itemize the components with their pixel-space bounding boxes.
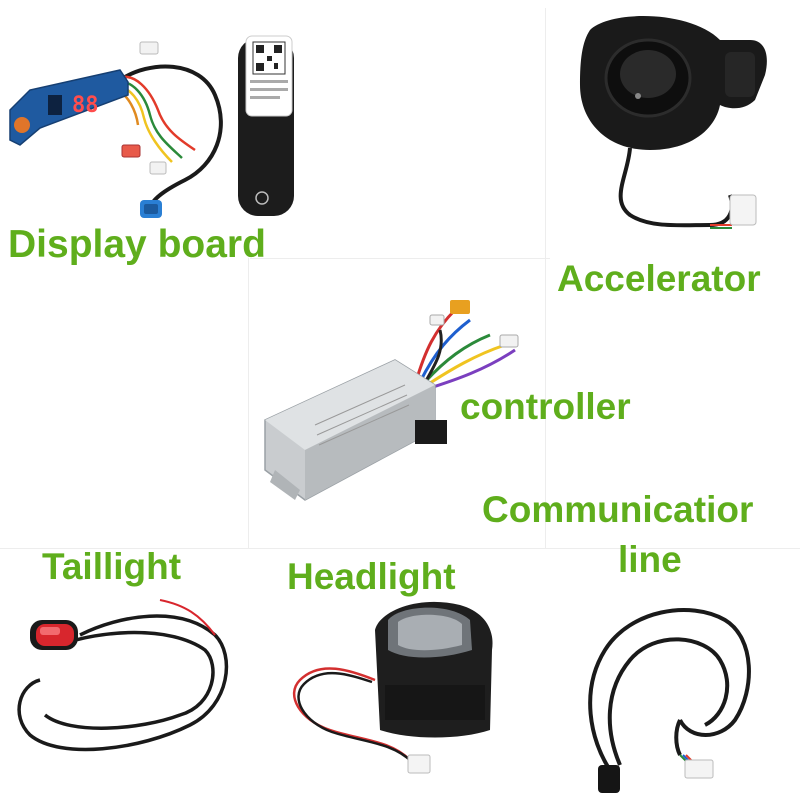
display-digits: 88 xyxy=(72,93,99,118)
communication-line-label-2: line xyxy=(618,539,682,580)
communication-line-label-1: Communicatior xyxy=(482,489,754,530)
taillight-panel: Taillight xyxy=(0,540,260,800)
display-board-image: 88 xyxy=(9,35,294,218)
controller-panel: controller xyxy=(255,290,675,510)
controller-image xyxy=(264,300,519,501)
headlight-label: Headlight xyxy=(287,556,456,597)
display-board-label: Display board xyxy=(8,223,266,266)
divider-top xyxy=(250,258,550,259)
taillight-label: Taillight xyxy=(42,546,182,587)
divider-left xyxy=(248,258,249,548)
accelerator-label: Accelerator xyxy=(557,258,761,299)
divider-bottom xyxy=(0,548,800,549)
divider-right xyxy=(545,8,546,548)
taillight-image xyxy=(17,599,229,752)
headlight-panel: Headlight xyxy=(260,548,520,800)
controller-label: controller xyxy=(460,386,631,427)
accelerator-image xyxy=(580,16,767,229)
headlight-image xyxy=(292,601,493,774)
communication-line-panel: Communicatior line xyxy=(480,488,800,800)
accelerator-panel: Accelerator xyxy=(550,0,800,310)
communication-line-image xyxy=(588,608,751,793)
display-board-panel: 88 Display board xyxy=(0,0,300,270)
